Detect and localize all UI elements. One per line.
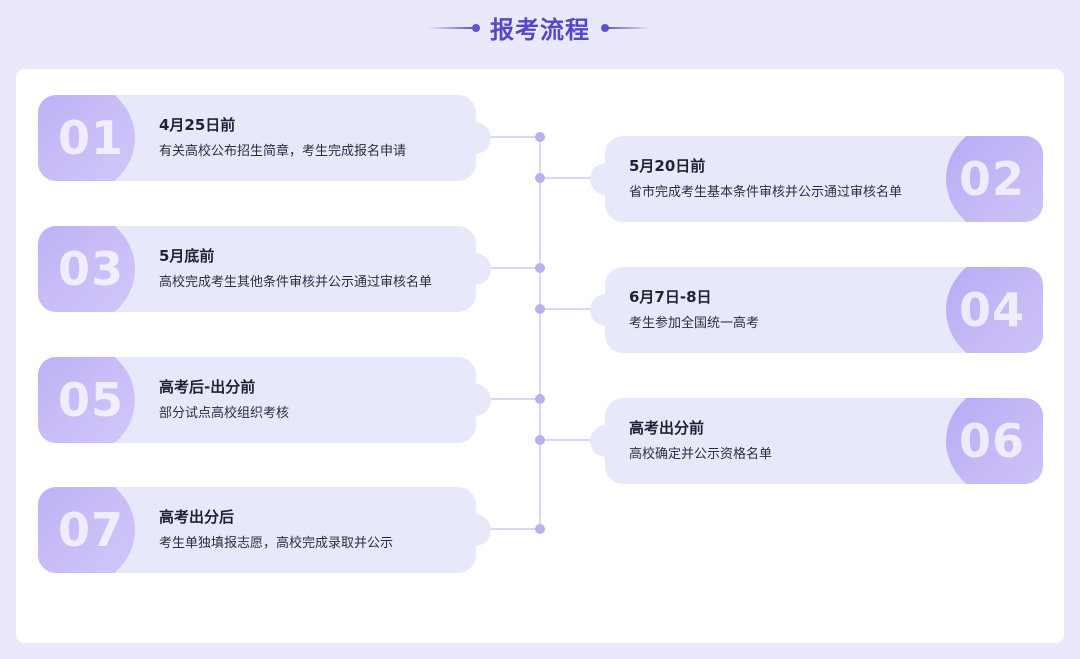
timeline-node [535,524,545,534]
timeline-node [535,304,545,314]
step-card-06: 06 高考出分前 高校确定并公示资格名单 [590,398,1043,484]
step-date: 4月25日前 [159,116,236,134]
timeline-node [535,394,545,404]
step-date: 5月20日前 [629,157,706,175]
step-date: 高考出分后 [159,508,235,526]
step-card-03: 03 5月底前 高校完成考生其他条件审核并公示通过审核名单 [38,226,491,312]
step-badge: 04 [946,267,1043,353]
step-badge: 01 [38,95,135,181]
step-description: 有关高校公布招生简章，考生完成报名申请 [159,144,407,159]
step-description: 省市完成考生基本条件审核并公示通过审核名单 [629,185,903,200]
title-decoration-left [428,27,474,29]
page-title: 报考流程 [490,16,590,44]
step-number: 02 [958,152,1025,206]
title-decoration-right [605,27,651,29]
connector-step-03 [476,267,540,269]
step-number: 07 [58,503,125,557]
step-card-04: 04 6月7日-8日 考生参加全国统一高考 [590,267,1043,353]
step-description: 考生单独填报志愿，高校完成录取并公示 [159,536,394,551]
step-date: 高考出分前 [629,419,705,437]
step-number: 04 [958,283,1025,337]
badge-background [38,357,135,443]
step-card-01: 01 4月25日前 有关高校公布招生简章，考生完成报名申请 [38,95,491,181]
step-date: 高考后-出分前 [159,378,256,396]
step-description: 高校确定并公示资格名单 [629,447,773,462]
timeline-node [535,173,545,183]
step-badge: 07 [38,487,135,573]
timeline-node [535,435,545,445]
step-number: 01 [58,111,125,165]
connector-step-01 [476,136,540,138]
connector-step-04 [540,308,606,310]
step-description: 部分试点高校组织考核 [159,406,290,421]
timeline-axis [539,137,541,529]
step-badge: 06 [946,398,1043,484]
connector-step-07 [476,528,540,530]
page-header: 报考流程 [0,0,1080,56]
badge-background [38,487,135,573]
step-badge: 03 [38,226,135,312]
step-description: 高校完成考生其他条件审核并公示通过审核名单 [159,275,433,290]
step-number: 03 [58,242,125,296]
step-description: 考生参加全国统一高考 [629,316,760,331]
connector-step-06 [540,439,606,441]
step-card-02: 02 5月20日前 省市完成考生基本条件审核并公示通过审核名单 [590,136,1043,222]
title-decoration-dot-left [472,24,480,32]
badge-background [38,226,135,312]
step-date: 5月底前 [159,247,215,265]
timeline-node [535,132,545,142]
badge-background [38,95,135,181]
badge-background [946,136,1043,222]
badge-background [946,267,1043,353]
step-badge: 02 [946,136,1043,222]
step-number: 06 [958,414,1025,468]
badge-background [946,398,1043,484]
timeline-node [535,263,545,273]
step-date: 6月7日-8日 [629,288,712,306]
connector-step-05 [476,398,540,400]
connector-step-02 [540,177,606,179]
step-number: 05 [58,373,125,427]
step-badge: 05 [38,357,135,443]
step-card-05: 05 高考后-出分前 部分试点高校组织考核 [38,357,491,443]
step-card-07: 07 高考出分后 考生单独填报志愿，高校完成录取并公示 [38,487,491,573]
